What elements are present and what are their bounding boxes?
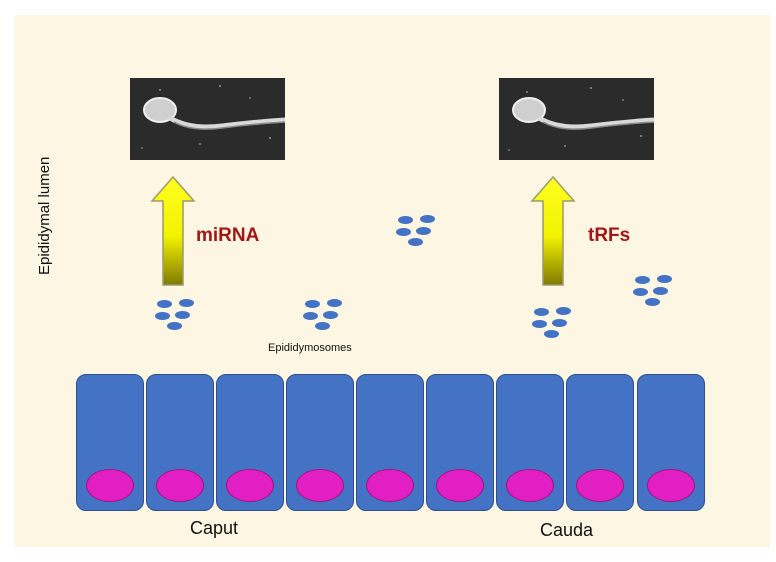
- cell-nucleus: [647, 469, 695, 502]
- cauda-label: Cauda: [540, 520, 594, 540]
- caput-label: Caput: [190, 518, 239, 538]
- epithelial-cell: [216, 374, 284, 511]
- cell-nucleus: [86, 469, 134, 502]
- vesicle-cluster: [532, 307, 580, 343]
- cell-nucleus: [436, 469, 484, 502]
- epithelial-cell: [637, 374, 705, 511]
- cell-nucleus: [576, 469, 624, 502]
- epithelial-cell: [286, 374, 354, 511]
- mirna-label: miRNA: [196, 225, 260, 246]
- cell-nucleus: [296, 469, 344, 502]
- epithelial-cell: [146, 374, 214, 511]
- vesicle-cluster: [633, 275, 681, 311]
- epididymal-lumen-label: Epididymal lumen: [36, 156, 53, 275]
- vesicle-cluster: [303, 299, 351, 335]
- epithelial-cell: [426, 374, 494, 511]
- epithelial-cell: [566, 374, 634, 511]
- cell-nucleus: [226, 469, 274, 502]
- epididymosomes-label: Epididymosomes: [268, 342, 352, 354]
- sperm-micrograph-left: [130, 78, 285, 160]
- cell-nucleus: [156, 469, 204, 502]
- cell-nucleus: [366, 469, 414, 502]
- trfs-label: tRFs: [588, 225, 631, 246]
- vesicle-cluster: [155, 299, 203, 335]
- up-arrow-icon-left: [150, 175, 196, 286]
- cell-nucleus: [506, 469, 554, 502]
- sperm-micrograph-right: [499, 78, 654, 160]
- epithelial-cell: [76, 374, 144, 511]
- up-arrow-icon-right: [530, 175, 576, 286]
- vesicle-cluster: [396, 215, 444, 251]
- epithelial-cell: [496, 374, 564, 511]
- epithelial-cell: [356, 374, 424, 511]
